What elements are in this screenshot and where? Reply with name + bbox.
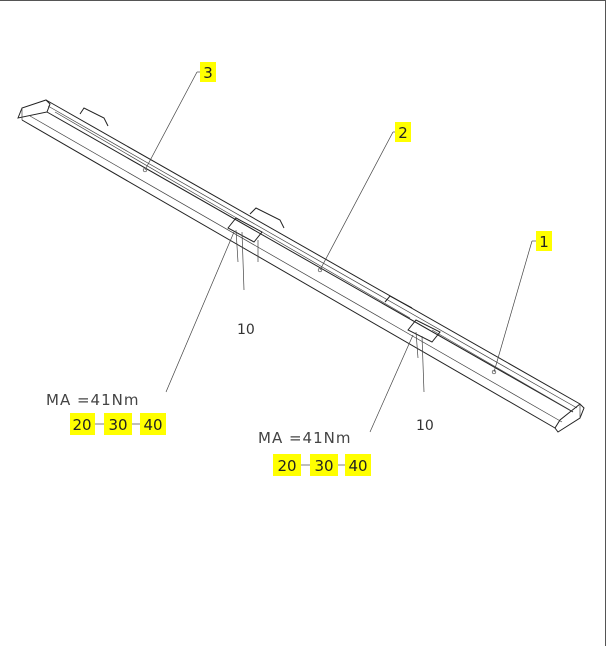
part-2-marker: [317, 267, 323, 273]
joint-plate-right: [407, 319, 441, 343]
size-left-1: 20: [72, 416, 91, 434]
size-right-3: 40: [348, 457, 367, 475]
callout-1-label: 1: [539, 233, 549, 251]
bracket-middle: [249, 207, 285, 229]
joint-plate-left: [227, 217, 263, 243]
leader-joint-right: [369, 334, 414, 433]
torque-right-label: MA =41Nm: [258, 429, 351, 447]
size-left-2: 30: [108, 416, 127, 434]
size-left-3: 40: [143, 416, 162, 434]
rail-top-edge: [45, 99, 581, 405]
torque-spec-left: MA =41Nm 20 30 40: [46, 391, 166, 435]
size-right-1-highlight: [273, 454, 301, 476]
size-left-3-highlight: [140, 413, 166, 435]
size-right-1: 20: [277, 457, 296, 475]
leader-part-3: [144, 71, 198, 171]
leader-part-1: [493, 240, 533, 373]
size-right-3-highlight: [345, 454, 371, 476]
bracket-right: [384, 295, 413, 309]
torque-spec-right: MA =41Nm 20 30 40: [258, 429, 371, 476]
torque-left-label: MA =41Nm: [46, 391, 139, 409]
part-3-marker: [142, 167, 148, 173]
left-end-cap: [17, 99, 51, 119]
leader-part-2: [319, 131, 394, 271]
leader-lines: [144, 71, 537, 433]
callout-2-highlight: [395, 122, 411, 142]
callout-1-highlight: [536, 231, 552, 251]
right-end-cap: [554, 403, 585, 433]
rail-assembly: [17, 99, 585, 433]
callout-2-label: 2: [398, 124, 408, 142]
rail-lower-inner-edge: [46, 111, 574, 413]
callout-3-highlight: [200, 62, 216, 82]
part-1-marker: [491, 369, 497, 375]
frame-top-border: [0, 0, 606, 1]
rail-bottom-edge: [21, 119, 556, 429]
callout-2: 2: [395, 122, 411, 142]
bracket-left: [79, 107, 109, 127]
size-left-2-highlight: [104, 413, 132, 435]
leader-joint-left: [165, 231, 235, 393]
size-right-2: 30: [314, 457, 333, 475]
callout-1: 1: [536, 231, 552, 251]
dimension-gap-left: 10: [237, 322, 255, 338]
size-right-2-highlight: [310, 454, 338, 476]
dimension-gap-right: 10: [416, 418, 434, 434]
frame-right-border: [605, 0, 606, 646]
callout-3-label: 3: [203, 64, 213, 82]
size-left-1-highlight: [70, 413, 95, 435]
callout-3: 3: [200, 62, 216, 82]
